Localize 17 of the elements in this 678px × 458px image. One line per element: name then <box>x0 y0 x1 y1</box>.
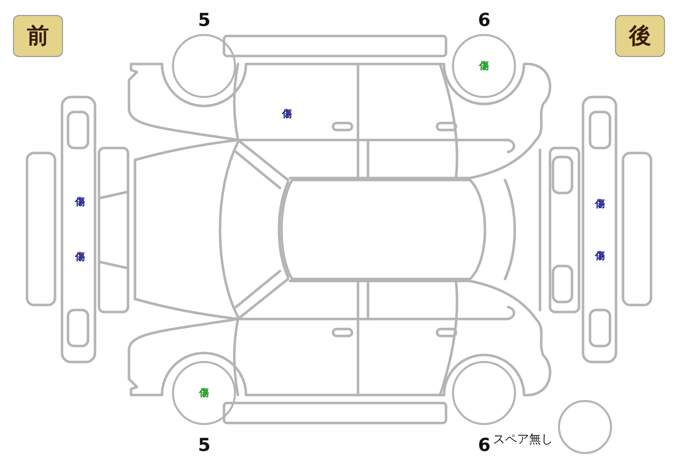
damage-mark: 傷 <box>75 198 85 208</box>
wheel-circle <box>172 34 236 98</box>
wheel-number: 6 <box>478 12 491 30</box>
damage-mark: 傷 <box>595 200 605 210</box>
damage-mark: 傷 <box>75 253 85 263</box>
wheel-circle <box>452 361 516 425</box>
wheel-circle: 傷 <box>172 361 236 425</box>
damage-mark: 傷 <box>595 252 605 262</box>
wheel-number: 6 <box>478 437 491 455</box>
wheel-number: 5 <box>198 12 211 30</box>
label-badge: 後 <box>615 15 665 57</box>
label-badge: 前 <box>13 15 63 57</box>
spare-tire-circle <box>558 400 612 454</box>
wheel-circle: 傷 <box>452 34 516 98</box>
note-text: スペア無し <box>493 433 553 445</box>
damage-mark: 傷 <box>282 110 292 120</box>
wheel-number: 5 <box>198 437 211 455</box>
